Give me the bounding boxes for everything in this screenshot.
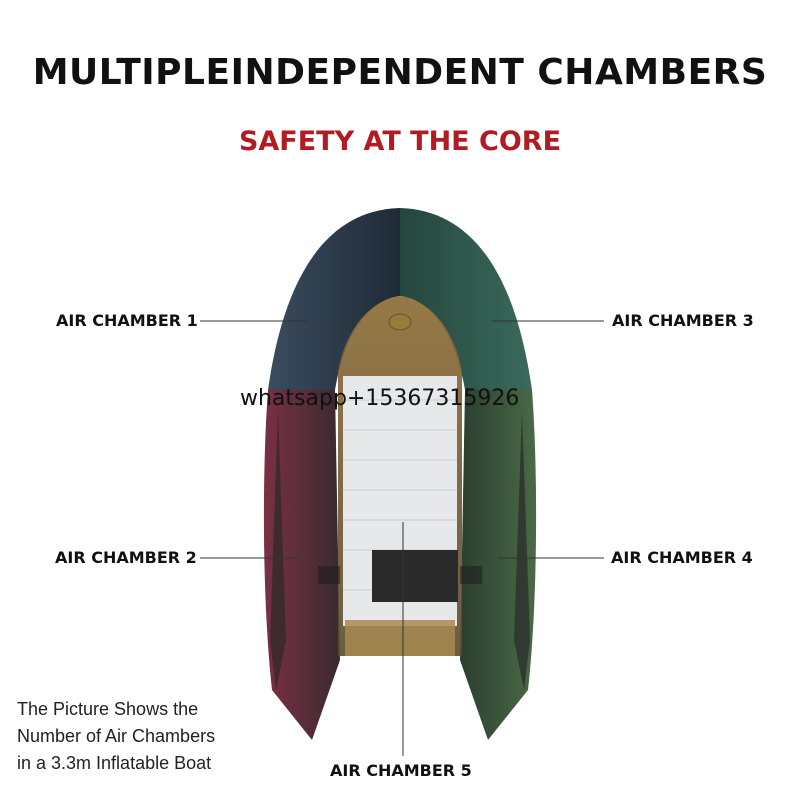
air-chamber-3-label: AIR CHAMBER 3 bbox=[612, 311, 754, 330]
boat-seat bbox=[372, 550, 458, 602]
air-chamber-4-label: AIR CHAMBER 4 bbox=[611, 548, 753, 567]
air-chamber-5-label: AIR CHAMBER 5 bbox=[330, 761, 472, 780]
air-chamber-2-label: AIR CHAMBER 2 bbox=[55, 548, 197, 567]
air-chamber-1-label: AIR CHAMBER 1 bbox=[56, 311, 198, 330]
page-title: MULTIPLEINDEPENDENT CHAMBERS bbox=[32, 52, 768, 93]
page-subtitle: SAFETY AT THE CORE bbox=[238, 126, 562, 157]
air-chamber-3-tube bbox=[400, 208, 532, 390]
caption-line-2: Number of Air Chambers bbox=[17, 726, 216, 746]
bow-valve bbox=[388, 313, 412, 331]
left-oar bbox=[270, 410, 286, 690]
contact-watermark: whatsapp+15367315926 bbox=[240, 386, 520, 411]
right-oar bbox=[514, 410, 530, 690]
transom bbox=[345, 620, 455, 656]
air-chamber-1-tube bbox=[268, 208, 400, 390]
caption-line-1: The Picture Shows the bbox=[17, 699, 199, 719]
caption: The Picture Shows the Number of Air Cham… bbox=[17, 696, 215, 777]
caption-line-3: in a 3.3m Inflatable Boat bbox=[17, 753, 212, 773]
